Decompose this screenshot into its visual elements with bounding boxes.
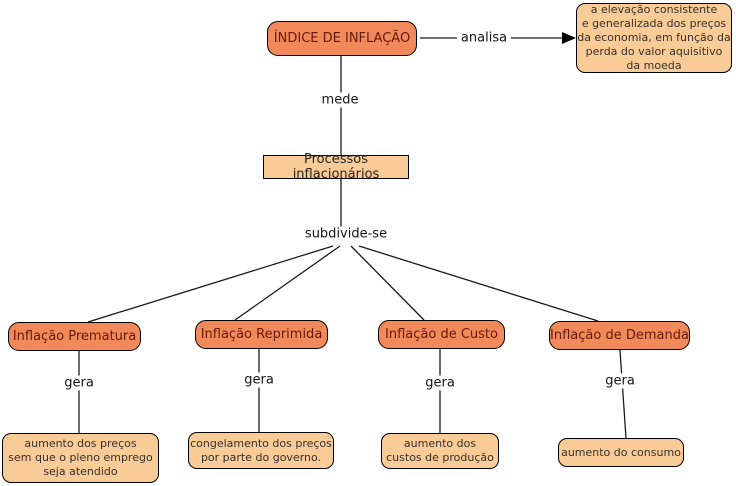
node-text: a elevação consistente e generalizada do…: [577, 3, 731, 72]
arrowhead-icon: [562, 32, 576, 44]
node-label: Inflação Prematura: [12, 329, 137, 344]
node-result-custo[interactable]: aumento dos custos de produção: [381, 433, 499, 469]
node-definition[interactable]: a elevação consistente e generalizada do…: [576, 3, 732, 73]
link-label-gera-1: gera: [60, 375, 98, 391]
node-label: Inflação de Demanda: [550, 328, 689, 343]
link-label-gera-2: gera: [240, 372, 278, 388]
node-processos-inflacionarios[interactable]: Processos inflacionários: [263, 152, 409, 182]
node-indice-de-inflacao[interactable]: ÍNDICE DE INFLAÇÃO: [267, 21, 417, 56]
node-result-reprimida[interactable]: congelamento dos preços por parte do gov…: [188, 432, 334, 469]
node-inflacao-reprimida[interactable]: Inflação Reprimida: [195, 320, 328, 349]
node-label: ÍNDICE DE INFLAÇÃO: [273, 31, 411, 46]
node-text: aumento dos custos de produção: [386, 437, 494, 464]
node-text: aumento do consumo: [561, 445, 681, 459]
node-text: congelamento dos preços por parte do gov…: [190, 436, 332, 464]
link-label-mede: mede: [317, 92, 363, 108]
node-inflacao-de-demanda[interactable]: Inflação de Demanda: [549, 321, 690, 350]
node-inflacao-de-custo[interactable]: Inflação de Custo: [378, 320, 505, 349]
link-label-subdivide-se: subdivide-se: [300, 226, 392, 242]
link-label-gera-3: gera: [421, 375, 459, 391]
node-label: Inflação Reprimida: [200, 327, 323, 342]
node-inflacao-prematura[interactable]: Inflação Prematura: [8, 322, 141, 351]
node-label: Inflação de Custo: [385, 327, 498, 342]
link-label-gera-4: gera: [601, 373, 639, 389]
node-label: Processos inflacionários: [292, 152, 380, 182]
link-label-analisa: analisa: [456, 30, 512, 46]
node-text: aumento dos preços sem que o pleno empre…: [8, 437, 153, 478]
node-result-demanda[interactable]: aumento do consumo: [558, 438, 684, 467]
node-result-prematura[interactable]: aumento dos preços sem que o pleno empre…: [2, 433, 159, 483]
